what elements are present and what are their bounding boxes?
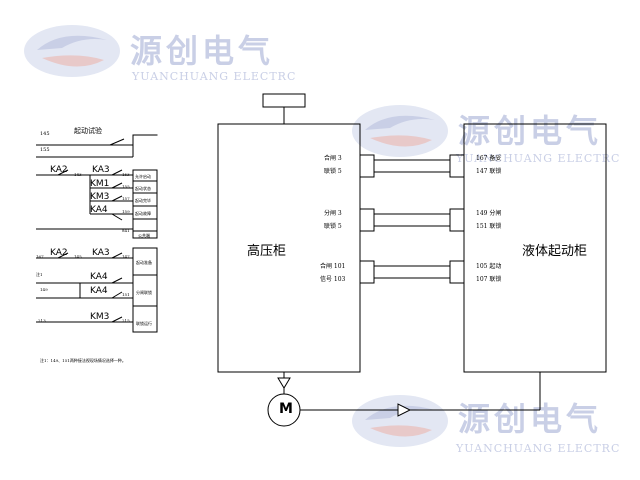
terminal-number: 151 — [122, 292, 130, 297]
terminal-label: 149 分闸 — [476, 210, 502, 217]
side-label: 公共端 — [138, 233, 150, 238]
terminal-label: 联锁 5 — [324, 223, 342, 230]
terminal-number: 159 — [122, 209, 130, 214]
terminal-number: 213 — [38, 318, 46, 323]
note-marker: 注1 — [36, 272, 43, 277]
watermark-brand-cn: 源创电气 — [458, 112, 603, 150]
watermark-brand-cn: 源创电气 — [458, 400, 603, 438]
right-arrow-icon — [397, 403, 412, 417]
watermark-brand-en: YUANCHUANG ELECTRC — [132, 70, 297, 83]
relay-label: KM3 — [90, 192, 110, 202]
brand-logo-icon — [24, 25, 120, 77]
terminal-label: 分闸 3 — [324, 210, 342, 217]
terminal-number: 155 — [122, 184, 130, 189]
terminal-label: 合闸 3 — [324, 155, 342, 162]
terminal-number: 155 — [40, 147, 50, 153]
relay-label: KA4 — [90, 205, 108, 215]
relay-label: KA3 — [92, 248, 110, 258]
terminal-label: 147 联锁 — [476, 168, 502, 175]
side-label: 起动故障 — [135, 211, 151, 216]
terminal-label: 105 起动 — [476, 263, 502, 270]
relay-label: KA4 — [90, 286, 108, 296]
relay-label: KA2 — [50, 248, 68, 258]
terminal-number: 149 — [40, 287, 48, 292]
brand-logo-icon — [352, 395, 448, 447]
terminal-number: 841 — [122, 228, 130, 233]
terminal-number: 153 — [122, 172, 130, 177]
switch-label: 起动试验 — [74, 127, 102, 135]
motor-label: M — [279, 401, 293, 417]
side-label: 起动准备 — [136, 260, 152, 265]
down-arrow-icon — [277, 377, 291, 389]
footnote: 注1：149、151两种接法视现场情况选择一种。 — [40, 358, 126, 363]
terminal-label: 151 联锁 — [476, 223, 502, 230]
terminal-number: 157 — [122, 196, 130, 201]
relay-label: KA3 — [92, 165, 110, 175]
side-label: 分闸联锁 — [136, 290, 152, 295]
terminal-number: 167 — [36, 254, 44, 259]
terminal-label: 信号 103 — [320, 276, 346, 283]
watermark-brand-en: YUANCHUANG ELECTRC — [456, 152, 621, 165]
relay-label: KM1 — [90, 179, 110, 189]
terminal-label: 167 备妥 — [476, 155, 502, 162]
terminal-number: 215 — [122, 318, 130, 323]
side-label: 允许启动 — [135, 174, 151, 179]
terminal-label: 联锁 5 — [324, 168, 342, 175]
side-label: 联锁运行 — [136, 321, 152, 326]
terminal-label: 合闸 101 — [320, 263, 346, 270]
watermark-brand-en: YUANCHUANG ELECTRC — [456, 442, 621, 455]
relay-label: KA4 — [90, 272, 108, 282]
terminal-number: 147 — [122, 254, 130, 259]
terminal-label: 107 联锁 — [476, 276, 502, 283]
relay-label: KM3 — [90, 312, 110, 322]
terminal-number: 143 — [74, 172, 82, 177]
side-label: 起动完毕 — [135, 198, 151, 203]
side-label: 起动状态 — [135, 186, 151, 191]
terminal-number: 145 — [74, 254, 82, 259]
relay-label: KA2 — [50, 165, 68, 175]
watermark-brand-cn: 源创电气 — [130, 32, 275, 70]
terminal-number: 145 — [40, 131, 50, 137]
liquid-cabinet-title: 液体起动柜 — [522, 244, 588, 259]
hv-cabinet-title: 高压柜 — [247, 244, 287, 259]
brand-logo-icon — [352, 105, 448, 157]
